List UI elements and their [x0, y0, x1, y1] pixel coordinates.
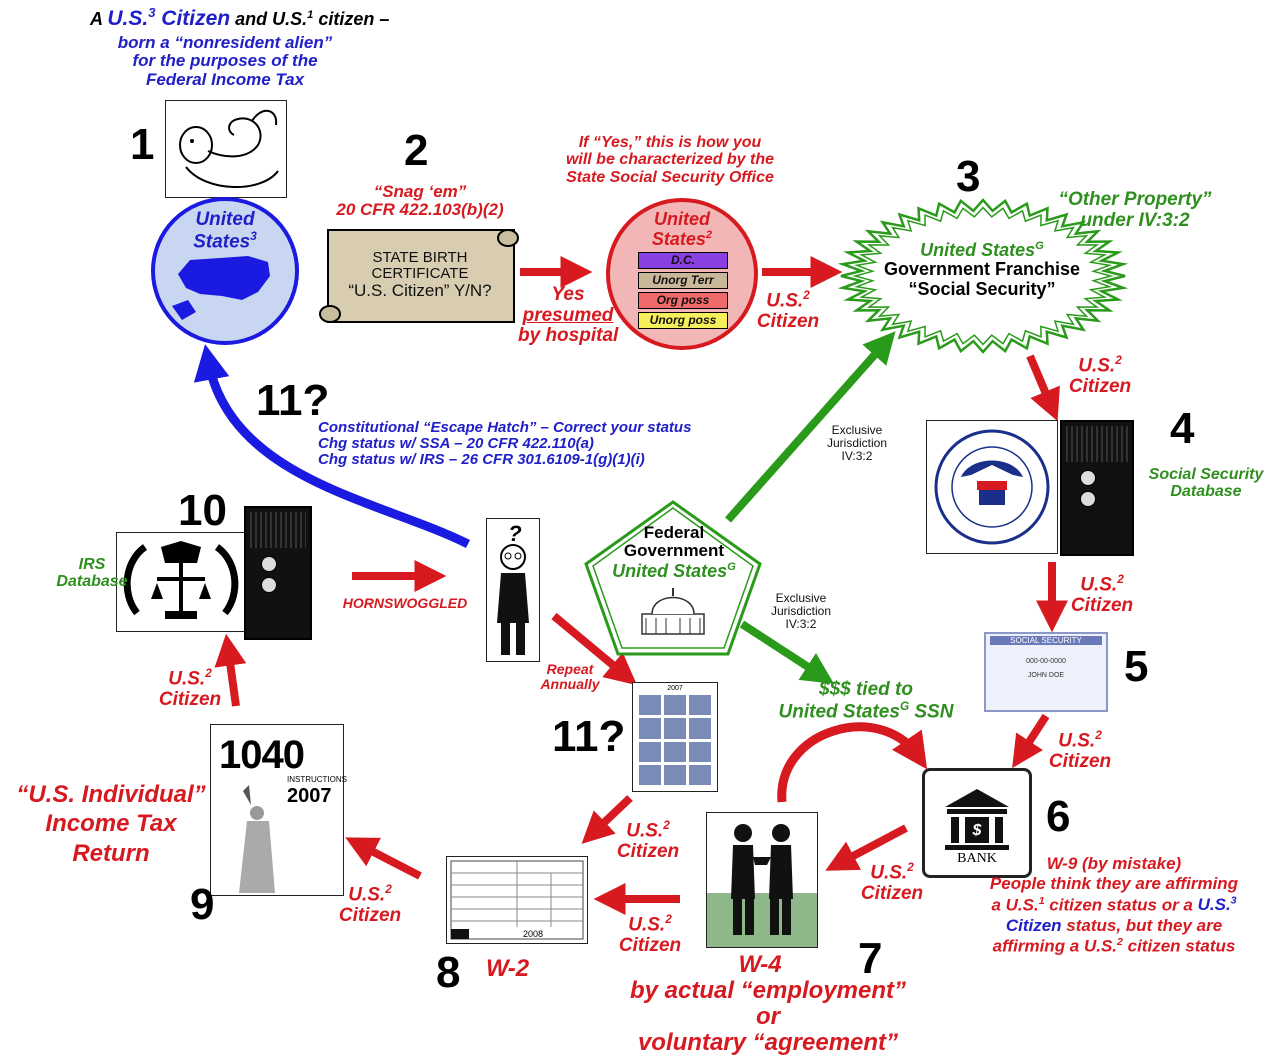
step-number-9: 9: [190, 880, 215, 929]
w4-label: W-4: [738, 951, 782, 978]
header-subtitle: born a “nonresident alien” for the purpo…: [117, 33, 333, 89]
arrow-escape-hatch: [193, 344, 471, 549]
ss-card-number: 000-00-0000: [1026, 658, 1066, 665]
statue-of-liberty-icon: [239, 785, 275, 893]
calendar-year: 2007: [667, 685, 683, 692]
bank-icon: $ BANK: [922, 768, 1032, 878]
hornswoggled-label: HORNSWOGGLED: [342, 595, 468, 611]
calendar-image: 2007: [632, 682, 718, 792]
escape-hatch-text: Constitutional “Escape Hatch” – Correct …: [318, 419, 692, 469]
irs-server-icon: [244, 506, 312, 640]
form-1040-instructions: INSTRUCTIONS: [287, 775, 347, 784]
header-line1: A U.S.3 Citizen and U.S.1 citizen –: [90, 5, 390, 30]
confused-person-image: ?: [486, 518, 540, 662]
label-us2-citizen-w4: U.S.2 Citizen: [618, 913, 682, 956]
arrow-federal-to-ssn: [739, 620, 835, 684]
svg-text:$: $: [972, 822, 983, 839]
individual-return-label: “U.S. Individual” Income Tax Return: [16, 781, 206, 867]
label-us2-citizen-calendar: U.S.2 Citizen: [616, 819, 680, 862]
label-us2-citizen-7: U.S.2 Citizen: [860, 861, 924, 904]
arrow-1040-to-irs: [214, 633, 247, 707]
us2-territory-item: D.C.: [638, 252, 728, 269]
irs-database-label: IRS Database: [56, 556, 128, 591]
step-number-4: 4: [1170, 404, 1195, 453]
label-us2-citizen-4: U.S.2 Citizen: [1070, 573, 1134, 616]
bank-label: BANK: [957, 851, 997, 866]
w4-description: by actual “employment” or voluntary “agr…: [629, 977, 907, 1056]
label-us2-citizen-5: U.S.2 Citizen: [1048, 729, 1112, 772]
svg-text:?: ?: [508, 521, 521, 546]
yes-presumed-label: Yes presumed by hospital: [518, 284, 619, 347]
repeat-annually-label: Repeat Annually: [540, 661, 600, 693]
us3-label: United States3: [193, 209, 257, 252]
step-number-11-escape: 11?: [256, 376, 330, 425]
ss-database-label: Social Security Database: [1148, 466, 1264, 501]
w9-note: W-9 (by mistake) People think they are a…: [989, 854, 1239, 956]
handshake-icon: [707, 824, 817, 947]
jurisdiction-note-2: Exclusive Jurisdiction IV:3:2: [770, 591, 832, 631]
label-us2-citizen-10: U.S.2 Citizen: [158, 667, 222, 710]
step-number-6: 6: [1046, 792, 1071, 841]
other-property-note: “Other Property” under IV:3:2: [1058, 189, 1212, 231]
ss-card-title: SOCIAL SECURITY: [990, 636, 1102, 645]
arrow-bank-to-w4: [825, 824, 908, 871]
state-ss-office-note: If “Yes,” this is how you will be charac…: [565, 134, 775, 186]
starburst-outer: [838, 198, 1128, 354]
step-number-5: 5: [1124, 642, 1149, 691]
step-number-10: 10: [178, 486, 227, 535]
money-tied-label: $$$ tied to United StatesG SSN: [778, 679, 954, 722]
starburst-inner: [852, 206, 1114, 346]
snag-em-note: “Snag ‘em” 20 CFR 422.103(b)(2): [336, 182, 504, 220]
arrow-w2-to-1040: [345, 837, 422, 880]
arrow-w4-to-bank: [777, 722, 928, 803]
jurisdiction-note-1: Exclusive Jurisdiction IV:3:2: [826, 423, 888, 463]
label-us2-citizen-2: U.S.2 Citizen: [756, 289, 820, 332]
step-number-7: 7: [858, 934, 883, 983]
franchise-label: United StatesG Government Franchise “Soc…: [883, 240, 1081, 299]
ssa-server-icon: [1060, 420, 1134, 556]
us2-label: United States2: [651, 209, 713, 250]
baby-icon: [179, 110, 279, 188]
federal-label: Federal Government United StatesG: [612, 523, 736, 581]
w2-label: W-2: [486, 955, 530, 982]
arrow-calendar-to-w2: [581, 795, 633, 844]
step-number-11-calendar: 11?: [552, 712, 626, 761]
step-number-2: 2: [404, 126, 429, 175]
label-us2-citizen-3: U.S.2 Citizen: [1068, 354, 1132, 397]
arrow-franchise-to-ssa: [1026, 354, 1060, 422]
label-us2-citizen-9: U.S.2 Citizen: [338, 883, 402, 926]
ssa-seal: [926, 420, 1058, 554]
us2-territory-item: Unorg poss: [638, 312, 728, 329]
step-number-8: 8: [436, 948, 461, 997]
step-number-3: 3: [956, 152, 981, 201]
arrow-card-to-bank: [1012, 713, 1050, 769]
form-1040-title: 1040: [219, 733, 305, 777]
baby-image: [165, 100, 287, 198]
irs-logo: [116, 532, 246, 632]
us2-territory-item: Unorg Terr: [638, 272, 728, 289]
form-1040-year: 2007: [287, 785, 332, 807]
step-number-1: 1: [130, 120, 155, 169]
us2-territory-item: Org poss: [638, 292, 728, 309]
w2-form-year: 2008: [523, 929, 544, 939]
ss-card-image: SOCIAL SECURITY 000-00-0000 JOHN DOE: [984, 632, 1108, 712]
confused-person-icon: ?: [497, 521, 529, 655]
ssa-seal-usa: USA: [979, 471, 1001, 482]
birth-certificate-text: STATE BIRTH CERTIFICATE “U.S. Citizen” Y…: [348, 249, 492, 301]
form-1040-image: 1040 INSTRUCTIONS 2007: [210, 724, 347, 896]
us3-circle: [151, 197, 299, 345]
franchise-starburst: [838, 198, 1128, 354]
birth-certificate-scroll: [319, 229, 519, 323]
handshake-image: [706, 812, 818, 948]
ss-card-name: JOHN DOE: [1027, 672, 1065, 679]
arrow-federal-to-franchise: [725, 331, 896, 523]
w2-form-image: 2008: [446, 856, 588, 944]
federal-pentagon: [584, 500, 762, 656]
arrow-person-to-calendar: [551, 612, 638, 686]
